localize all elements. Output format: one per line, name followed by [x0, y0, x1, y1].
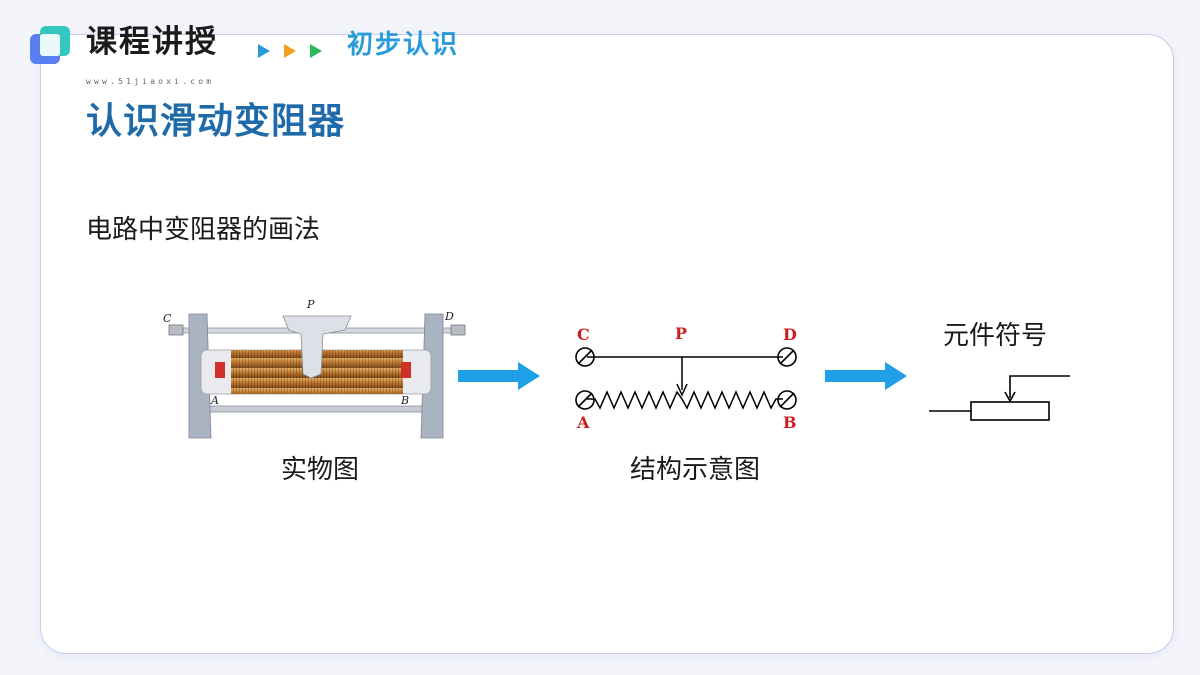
right-arrow-icon — [458, 362, 540, 390]
structure-schematic: C P D A B — [565, 320, 805, 432]
terminal-label-b: B — [400, 394, 409, 407]
structure-label-p: P — [675, 324, 687, 343]
terminal-label-a: A — [210, 394, 219, 407]
section-label: 初步认识 — [347, 30, 460, 60]
structure-label-d: D — [783, 325, 797, 344]
rheostat-symbol — [929, 375, 1070, 421]
structure-label-c: C — [577, 325, 590, 344]
sub-heading: 电路中变阻器的画法 — [86, 215, 321, 245]
caption-structure: 结构示意图 — [629, 455, 760, 485]
right-arrow-icon — [825, 362, 907, 390]
slider-label-p: P — [306, 298, 315, 311]
structure-drawing: C P D A B — [575, 324, 797, 432]
website-label: www.51jiaoxi.com — [86, 77, 215, 86]
terminal-label-c: C — [163, 312, 172, 325]
rheostat-photo: C D P A B — [155, 288, 481, 454]
page-title: 认识滑动变阻器 — [86, 101, 346, 142]
caption-physical: 实物图 — [280, 455, 359, 485]
structure-label-b: B — [783, 413, 797, 432]
rheostat-drawing: C D P A B — [163, 298, 466, 439]
play-triangle-icons — [258, 44, 322, 58]
terminal-label-d: D — [444, 310, 454, 323]
stacked-squares-logo-icon — [30, 26, 70, 64]
structure-label-a: A — [576, 413, 590, 432]
caption-symbol: 元件符号 — [942, 321, 1047, 351]
header-title: 课程讲授 — [86, 24, 218, 60]
